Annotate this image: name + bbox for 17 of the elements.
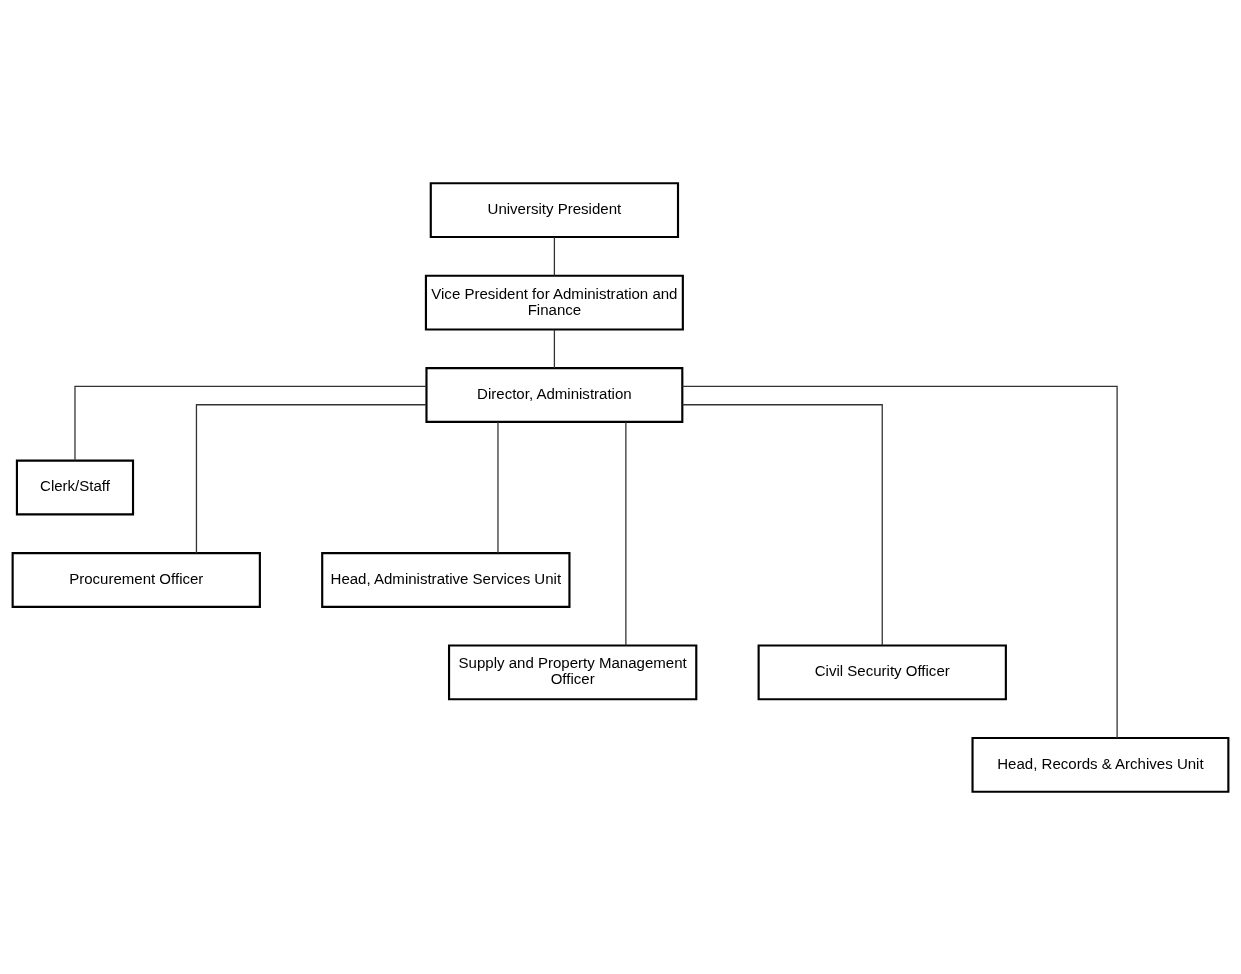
connector [681,385,1118,739]
connector [625,421,627,646]
connector [553,328,556,369]
node-box: Civil Security Officer [757,643,1007,700]
node-box: Head, Administrative Services Unit [321,551,571,608]
node-box: Vice President for Administration and Finance [424,274,684,331]
connector [497,420,499,554]
node-box: Supply and Property Management Officer [447,643,698,700]
connector [553,236,556,276]
connector [195,403,427,554]
node-box: University President [429,181,680,238]
node-box: Procurement Officer [11,551,261,608]
connector [681,403,883,646]
connector [74,385,427,461]
node-box: Director, Administration [425,366,684,423]
node-box: Head, Records & Archives Unit [971,736,1230,793]
node-box: Clerk/Staff [15,459,135,515]
